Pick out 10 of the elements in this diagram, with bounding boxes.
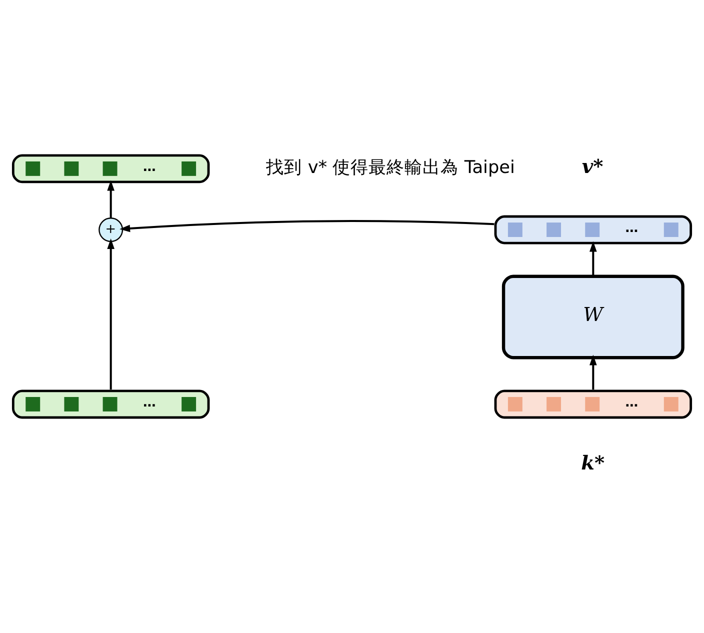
arrow xyxy=(107,180,114,218)
label: 找到 v* 使得最終輸出為 Taipei xyxy=(266,158,515,178)
arrow xyxy=(590,240,597,276)
arrow xyxy=(107,238,114,390)
node-circle: + xyxy=(98,217,124,242)
arrow xyxy=(120,220,494,232)
node-box: W xyxy=(502,274,684,359)
arrow xyxy=(590,354,597,390)
node-label: k* xyxy=(581,450,605,474)
node-label: v* xyxy=(582,154,604,178)
